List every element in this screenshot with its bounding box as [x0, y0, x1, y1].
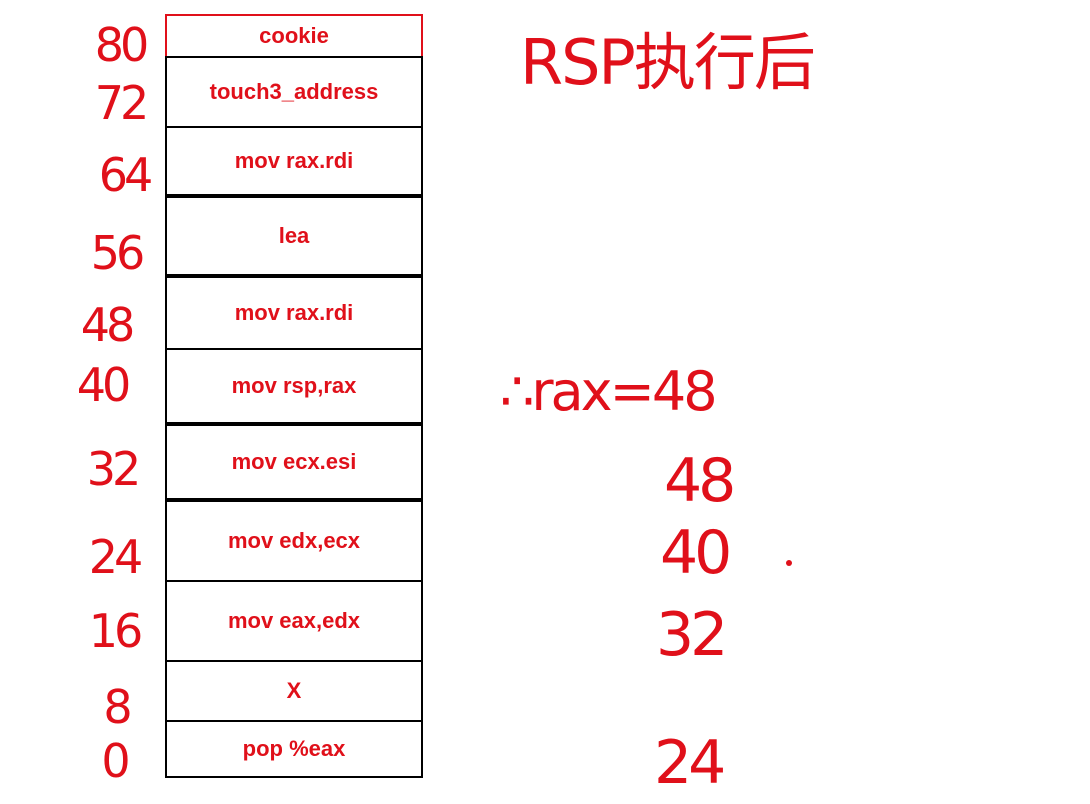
stack-cell-mov-rax-rdi-upper: mov rax.rdi	[165, 126, 423, 196]
diagram-title: RSP执行后	[520, 26, 816, 99]
sequence-value: 40	[660, 518, 732, 588]
stack-cell-touch3-address: touch3_address	[165, 56, 423, 128]
offset-label: 16	[88, 604, 144, 658]
stack-cell-pop-eax: pop %eax	[165, 720, 423, 778]
offset-label: 24	[88, 530, 144, 584]
offset-label: 64	[98, 148, 154, 202]
offset-label: 48	[80, 298, 136, 352]
dot-mark	[786, 560, 792, 566]
stack-cell-lea: lea	[165, 196, 423, 276]
offset-label: 8	[103, 680, 132, 734]
stack-cell-mov-edx-ecx: mov edx,ecx	[165, 500, 423, 582]
stack-cell-mov-rax-rdi-lower: mov rax.rdi	[165, 276, 423, 350]
offset-label: 32	[86, 442, 142, 496]
sequence-value: 48	[664, 446, 736, 516]
sequence-value: 32	[656, 600, 728, 670]
stack-cell-mov-eax-edx: mov eax,edx	[165, 580, 423, 662]
offset-label: 56	[90, 226, 146, 280]
stack-cell-mov-ecx-esi: mov ecx.esi	[165, 424, 423, 500]
offset-label: 40	[76, 358, 132, 412]
offset-label: 0	[101, 734, 130, 788]
stack-cell-cookie: cookie	[165, 14, 423, 58]
stack-cell-mov-rsp-rax: mov rsp,rax	[165, 348, 423, 424]
rax-equation: ∴rax=48	[500, 360, 718, 423]
stack-cell-x: X	[165, 660, 423, 722]
offset-label: 80	[94, 18, 150, 72]
sequence-value: 24	[654, 728, 726, 798]
offset-label: 72	[94, 76, 150, 130]
